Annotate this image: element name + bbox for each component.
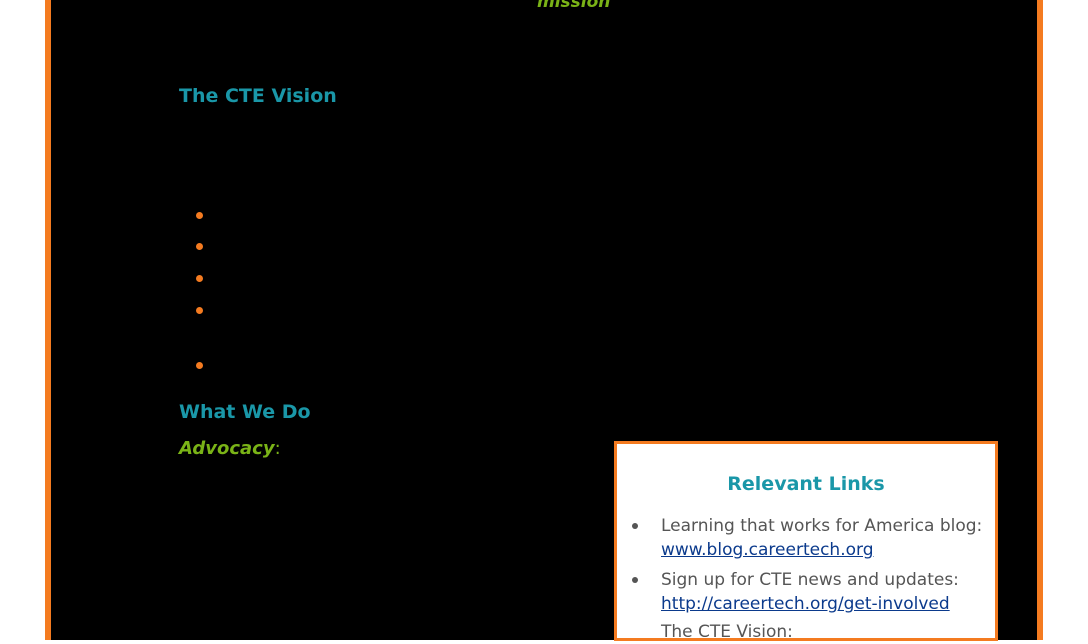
bullet-point [196,362,203,369]
link-description: The CTE Vision: [661,622,793,642]
link-description: Learning that works for America blog: [661,516,983,536]
what-we-do-heading: What We Do [179,401,311,423]
list-item: Learning that works for America blog: ww… [632,514,991,562]
advocacy-text: Advocacy [179,438,275,459]
relevant-links-title: Relevant Links [727,473,885,495]
bullet-point [196,275,203,282]
link-description: Sign up for CTE news and updates: [661,570,959,590]
vision-heading: The CTE Vision [179,85,337,107]
advocacy-colon: : [274,438,281,459]
mission-text: mission [537,0,611,12]
bullet-dot-icon [632,577,638,583]
bullet-point [196,212,203,219]
document-page: mission The CTE Vision What We Do Advoca… [45,0,1043,640]
list-item: Sign up for CTE news and updates: http:/… [632,568,991,616]
bullet-point [196,243,203,250]
bullet-point [196,307,203,314]
list-item: The CTE Vision: [661,620,991,644]
blog-link[interactable]: www.blog.careertech.org [661,540,874,560]
get-involved-link[interactable]: http://careertech.org/get-involved [661,594,950,614]
advocacy-label: Advocacy: [179,438,281,459]
relevant-links-box: Relevant Links Learning that works for A… [614,441,998,644]
bullet-dot-icon [632,523,638,529]
